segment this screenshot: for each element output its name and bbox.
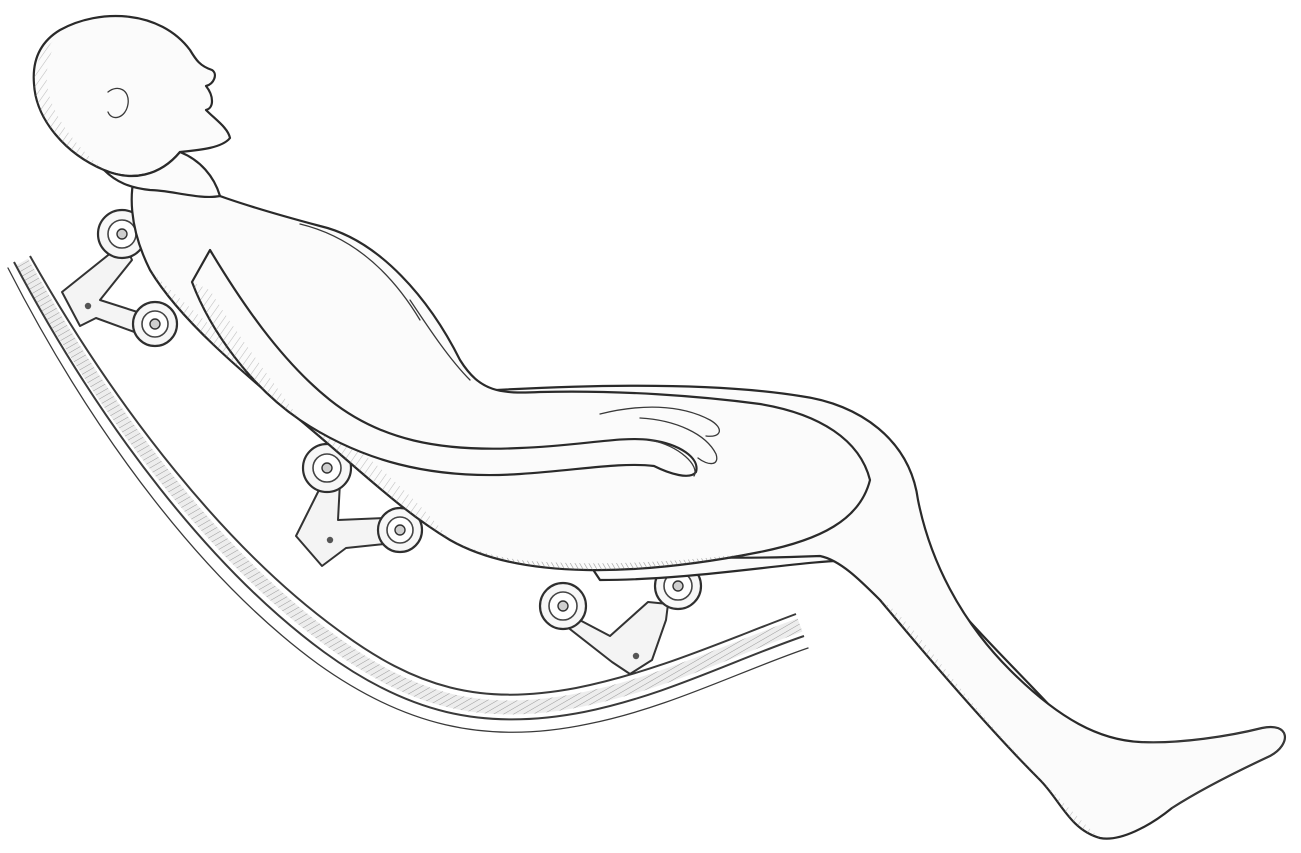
head	[34, 16, 230, 176]
roller-wheel	[540, 583, 586, 629]
roller-wheel	[133, 302, 177, 346]
reclining-person	[34, 16, 1285, 839]
